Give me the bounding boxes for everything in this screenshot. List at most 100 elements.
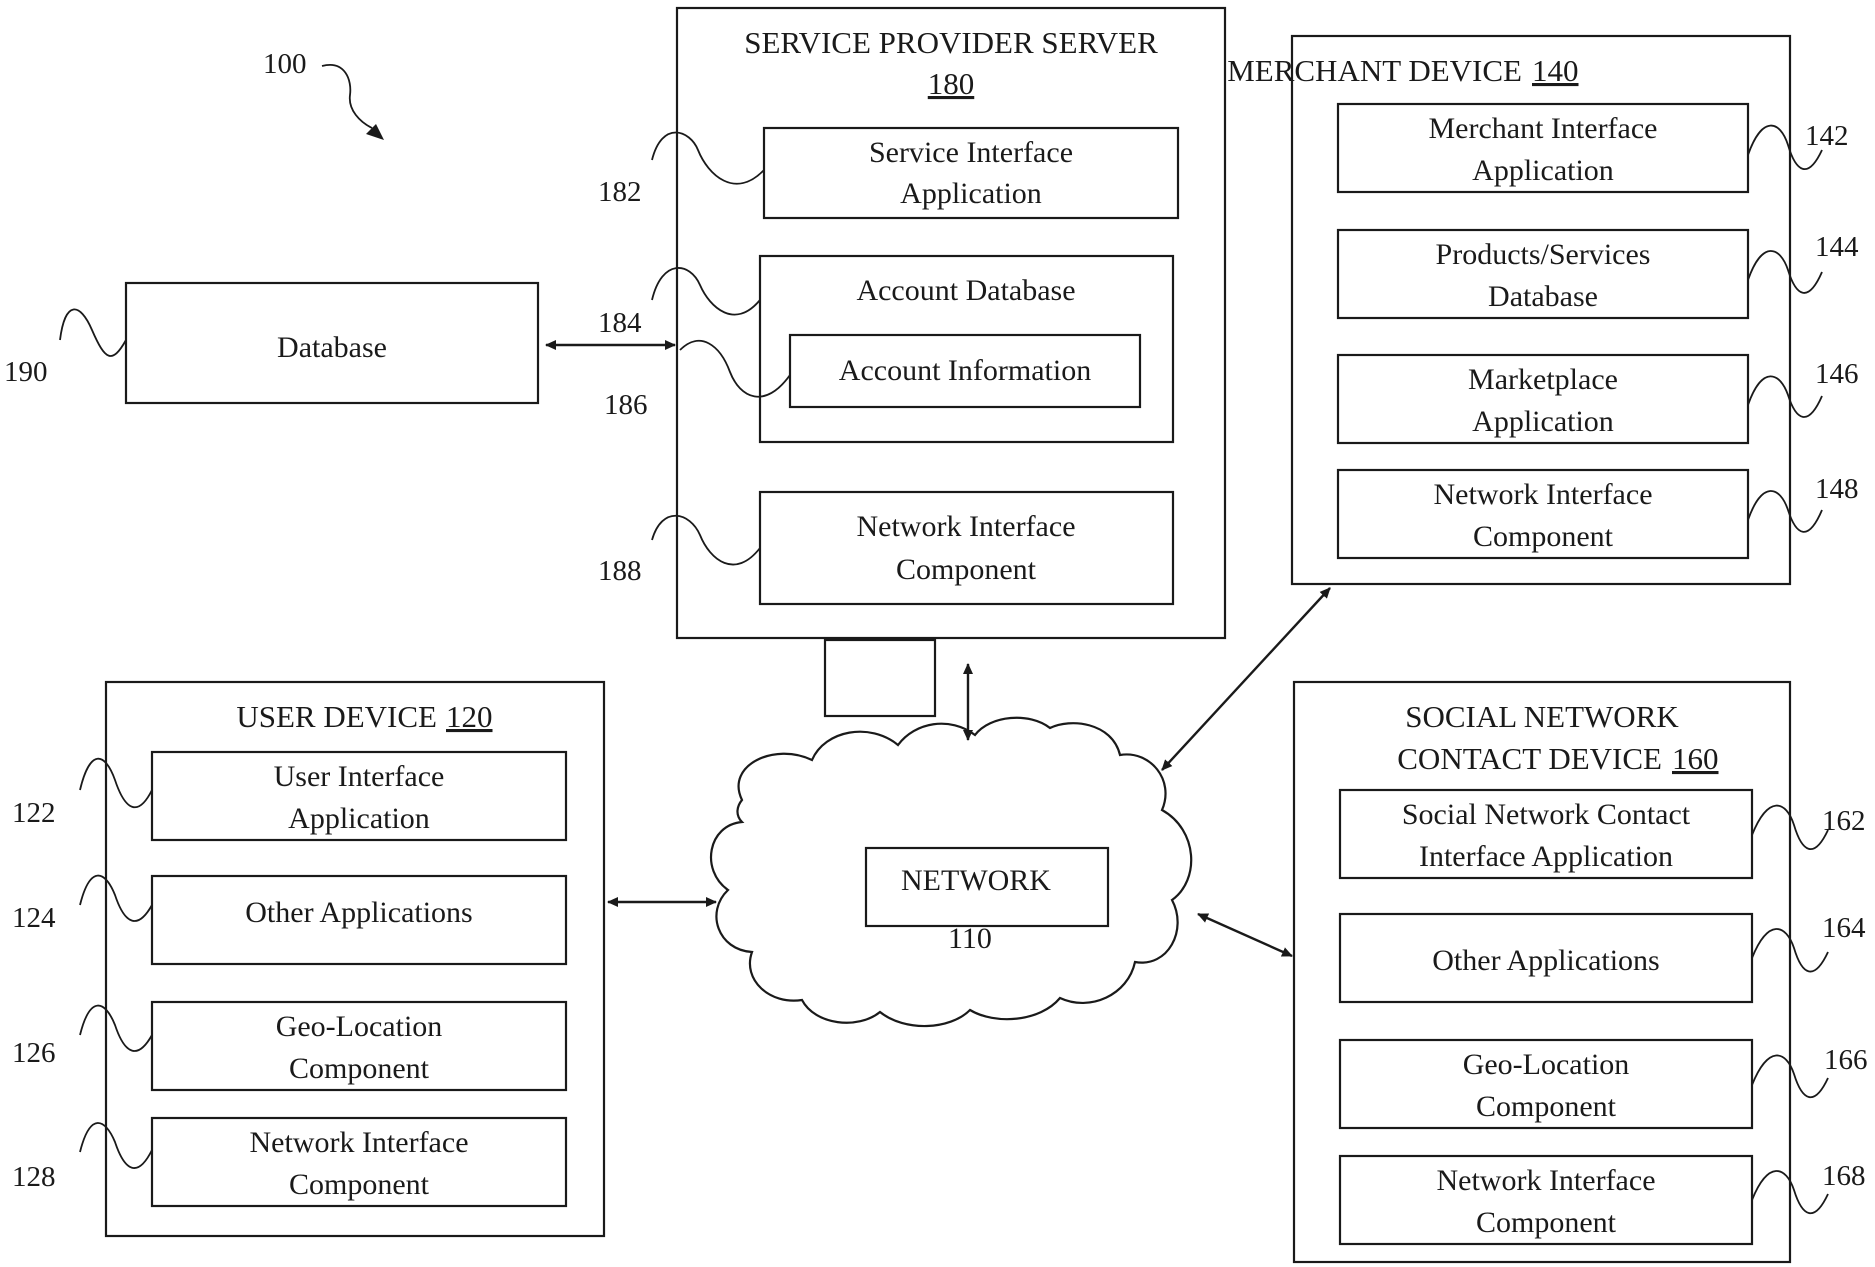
products-services-database-line1: Products/Services xyxy=(1436,238,1651,271)
social-network-contact-device-title-line1: SOCIAL NETWORK xyxy=(1405,699,1679,734)
leader-186 xyxy=(679,339,791,398)
user-geo-location-line2: Component xyxy=(289,1052,430,1085)
merchant-interface-application-line1: Merchant Interface xyxy=(1428,112,1657,145)
social-other-applications: Other Applications xyxy=(1338,912,1754,1004)
user-interface-application-line2: Application xyxy=(288,802,430,835)
network-ref: 110 xyxy=(948,922,992,955)
leader-148 xyxy=(1747,490,1823,533)
database-label: Database xyxy=(277,331,387,364)
user-other-applications-label: Other Applications xyxy=(245,896,472,929)
social-interface-application-line1: Social Network Contact xyxy=(1402,798,1691,831)
database-box xyxy=(124,281,540,405)
network-label: NETWORK xyxy=(901,864,1051,897)
service-interface-application: Service Interface Application xyxy=(762,126,1180,220)
ref-144: 144 xyxy=(1815,231,1859,263)
social-network-interface-line2: Component xyxy=(1476,1206,1617,1239)
merchant-network-arrow xyxy=(1161,587,1331,771)
social-geo-location-line2: Component xyxy=(1476,1090,1617,1123)
ref-146: 146 xyxy=(1815,358,1859,390)
marketplace-application-line2: Application xyxy=(1472,405,1614,438)
ref-142: 142 xyxy=(1805,120,1849,152)
service-interface-application-line2: Application xyxy=(900,177,1042,210)
social-network-interface-line1: Network Interface xyxy=(1436,1164,1655,1197)
leader-124 xyxy=(79,874,153,922)
leader-146 xyxy=(1747,375,1823,418)
leader-164 xyxy=(1751,928,1829,973)
merchant-network-interface-box xyxy=(1336,468,1750,560)
service-provider-server-ref: 180 xyxy=(928,66,975,101)
ref-166: 166 xyxy=(1824,1044,1868,1076)
ref-124: 124 xyxy=(12,902,56,934)
leader-142 xyxy=(1747,124,1823,171)
user-other-applications: Other Applications xyxy=(150,874,568,966)
merchant-network-interface-line1: Network Interface xyxy=(1433,478,1652,511)
leader-184 xyxy=(651,267,761,316)
social-geo-location: Geo-Location Component xyxy=(1338,1038,1754,1130)
user-geo-location-box xyxy=(150,1000,568,1092)
social-geo-location-line1: Geo-Location xyxy=(1463,1048,1630,1081)
social-network-contact-device: SOCIAL NETWORK CONTACT DEVICE 160 Social… xyxy=(1292,680,1868,1264)
leader-144 xyxy=(1747,250,1823,294)
social-network-contact-interface-application: Social Network Contact Interface Applica… xyxy=(1338,788,1754,880)
account-information-label: Account Information xyxy=(839,354,1091,387)
merchant-network-interface: Network Interface Component xyxy=(1336,468,1750,560)
server-network-interface: Network Interface Component xyxy=(758,490,1175,606)
ref-186: 186 xyxy=(604,389,648,421)
products-services-database-line2: Database xyxy=(1488,280,1598,313)
social-interface-application-box xyxy=(1338,788,1754,880)
server-network-interface-line1: Network Interface xyxy=(856,510,1075,543)
service-interface-application-box xyxy=(762,126,1180,220)
figure-reference: 100 xyxy=(263,48,384,140)
leader-126 xyxy=(79,1004,153,1052)
merchant-device-ref: 140 xyxy=(1532,53,1579,88)
user-network-interface-box xyxy=(150,1116,568,1208)
user-geo-location-line1: Geo-Location xyxy=(276,1010,443,1043)
service-provider-server-title: SERVICE PROVIDER SERVER xyxy=(744,25,1158,60)
social-network-arrow xyxy=(1197,912,1293,958)
service-provider-server: SERVICE PROVIDER SERVER 180 Service Inte… xyxy=(598,6,1227,640)
social-network-interface-box xyxy=(1338,1154,1754,1246)
products-services-database-box xyxy=(1336,228,1750,320)
server-network-interface-box xyxy=(758,490,1175,606)
social-network-contact-device-ref: 160 xyxy=(1672,741,1719,776)
leader-128 xyxy=(79,1122,153,1169)
user-network-interface: Network Interface Component xyxy=(150,1116,568,1208)
user-interface-application: User Interface Application xyxy=(150,750,568,842)
ref-126: 126 xyxy=(12,1037,56,1069)
user-interface-application-box xyxy=(150,750,568,842)
social-interface-application-line2: Interface Application xyxy=(1419,840,1673,873)
marketplace-application-box xyxy=(1336,353,1750,445)
service-interface-application-line1: Service Interface xyxy=(869,136,1073,169)
merchant-network-interface-line2: Component xyxy=(1473,520,1614,553)
ref-182: 182 xyxy=(598,176,642,208)
account-information-box xyxy=(788,333,1142,409)
user-network-interface-line2: Component xyxy=(289,1168,430,1201)
user-geo-location: Geo-Location Component xyxy=(150,1000,568,1092)
leader-188 xyxy=(651,514,761,566)
network-label-box xyxy=(864,846,1110,928)
user-device: USER DEVICE 120 User Interface Applicati… xyxy=(12,680,606,1238)
leader-122 xyxy=(79,757,153,809)
merchant-interface-application-line2: Application xyxy=(1472,154,1614,187)
account-database-label: Account Database xyxy=(856,274,1075,307)
merchant-device: MERCHANT DEVICE 140 Merchant Interface A… xyxy=(1227,34,1859,586)
social-network-contact-device-frame xyxy=(1292,680,1792,1264)
social-other-applications-label: Other Applications xyxy=(1432,944,1659,977)
account-database: Account Database Account Information xyxy=(758,254,1175,444)
merchant-interface-application-box xyxy=(1336,102,1750,194)
user-other-applications-box xyxy=(150,874,568,966)
social-network-contact-device-title-line2: CONTACT DEVICE xyxy=(1397,741,1662,776)
server-connector-box xyxy=(823,638,937,718)
user-network-interface-line1: Network Interface xyxy=(249,1126,468,1159)
ref-188: 188 xyxy=(598,555,642,587)
ref-148: 148 xyxy=(1815,473,1859,505)
leader-166 xyxy=(1751,1054,1829,1099)
leader-162 xyxy=(1751,804,1829,851)
user-interface-application-line1: User Interface xyxy=(274,760,445,793)
user-device-title: USER DEVICE xyxy=(236,699,437,734)
ref-168: 168 xyxy=(1822,1160,1866,1192)
merchant-interface-application: Merchant Interface Application xyxy=(1336,102,1750,194)
social-network-interface: Network Interface Component xyxy=(1338,1154,1754,1246)
marketplace-application-line1: Marketplace xyxy=(1468,363,1618,396)
